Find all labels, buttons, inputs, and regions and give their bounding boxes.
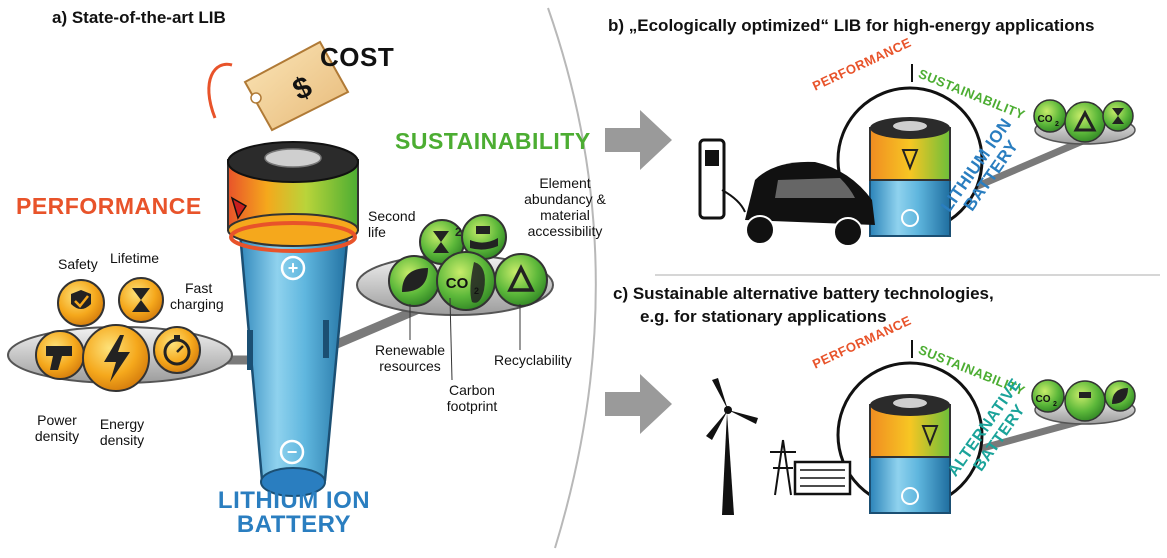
hourglass-icon <box>118 277 164 323</box>
panel-c-title-line1: c) Sustainable alternative battery techn… <box>613 284 994 303</box>
power-pylon-icon <box>770 439 796 496</box>
hand-gold-icon <box>1064 380 1106 422</box>
energy-density-line1: Energy <box>99 416 145 432</box>
battery-label-line1: LITHIUM ION <box>217 487 371 514</box>
carbon-leader <box>449 297 453 381</box>
plus-terminal-icon <box>280 255 306 281</box>
gauge-pointer-icon <box>230 196 248 220</box>
hourglass-second-life-icon: 2 <box>419 219 465 265</box>
carbon-line2: footprint <box>446 398 498 414</box>
performance-label: PERFORMANCE <box>16 193 202 219</box>
shield-check-icon <box>57 279 105 327</box>
safety-label: Safety <box>58 256 98 272</box>
c-co2-subscript: 2 <box>1053 401 1057 408</box>
panel-b-battery <box>869 117 951 237</box>
carbon-footprint-label: Carbon footprint <box>438 382 506 414</box>
co2-subscript: 2 <box>474 286 479 296</box>
second-life-label: Second life <box>368 208 415 240</box>
energy-density-label: Energy density <box>96 416 148 448</box>
power-density-line1: Power <box>37 412 77 428</box>
plus-sign: + <box>288 258 299 278</box>
charging-label: charging <box>170 296 224 312</box>
panel-c-scale <box>909 379 1136 472</box>
lithium-ion-battery-cylinder <box>227 141 359 497</box>
renewable-resources-label: Renewable resources <box>370 342 450 374</box>
energy-density-line2: density <box>99 432 145 448</box>
element-line3: material <box>540 207 590 223</box>
c-co2-label: CO <box>1036 394 1051 405</box>
panel-divider-arc <box>547 7 597 549</box>
power-density-label: Power density <box>34 412 80 444</box>
dollar-tag-icon <box>207 40 350 132</box>
stopwatch-icon <box>153 326 201 374</box>
panel-b-scale <box>908 99 1136 219</box>
leaf-icon <box>388 255 440 307</box>
storage-container-icon <box>793 460 852 496</box>
cost-label: COST <box>320 42 395 72</box>
minus-sign: − <box>287 442 298 462</box>
battery-label-line2: BATTERY <box>236 511 352 538</box>
charging-station-icon <box>698 138 746 220</box>
lightning-icon <box>82 324 150 392</box>
carbon-line1: Carbon <box>449 382 495 398</box>
hand-gold-icon <box>461 214 507 260</box>
second-life-line1: Second <box>368 208 416 224</box>
panel-c-title-line2: e.g. for stationary applications <box>640 307 887 326</box>
fast-label: Fast <box>185 280 213 296</box>
element-abundancy-label: Element abundancy & material accessibili… <box>510 175 620 239</box>
renewable-line2: resources <box>379 358 441 374</box>
wind-turbine-icon <box>706 378 758 515</box>
b-co2-label: CO <box>1038 114 1053 125</box>
svg-text:2: 2 <box>455 225 462 239</box>
second-life-line2: life <box>368 224 386 240</box>
panel-b-title: b) „Ecologically optimized“ LIB for high… <box>608 16 1095 35</box>
element-line2: abundancy & <box>524 191 606 207</box>
car-icon <box>745 161 875 247</box>
sustainability-label: SUSTAINABILITY <box>395 128 591 154</box>
co2-label: CO <box>446 275 469 292</box>
minus-terminal-icon <box>279 439 305 465</box>
recycle-icon <box>1064 101 1106 143</box>
b-co2-subscript: 2 <box>1055 121 1059 128</box>
arrow-to-b <box>605 110 672 170</box>
panel-c-battery <box>869 394 951 514</box>
battery-label: LITHIUM ION BATTERY <box>214 489 374 537</box>
recycle-icon <box>494 253 548 307</box>
arrow-to-c <box>605 374 672 434</box>
panel-a-title: a) State-of-the-art LIB <box>52 8 226 27</box>
element-line4: accessibility <box>527 223 603 239</box>
element-line1: Element <box>539 175 591 191</box>
lifetime-label: Lifetime <box>110 250 160 266</box>
power-density-line2: density <box>34 428 80 444</box>
recyclability-label: Recyclability <box>494 352 572 368</box>
renewable-line1: Renewable <box>374 342 446 358</box>
drill-icon <box>35 330 85 380</box>
